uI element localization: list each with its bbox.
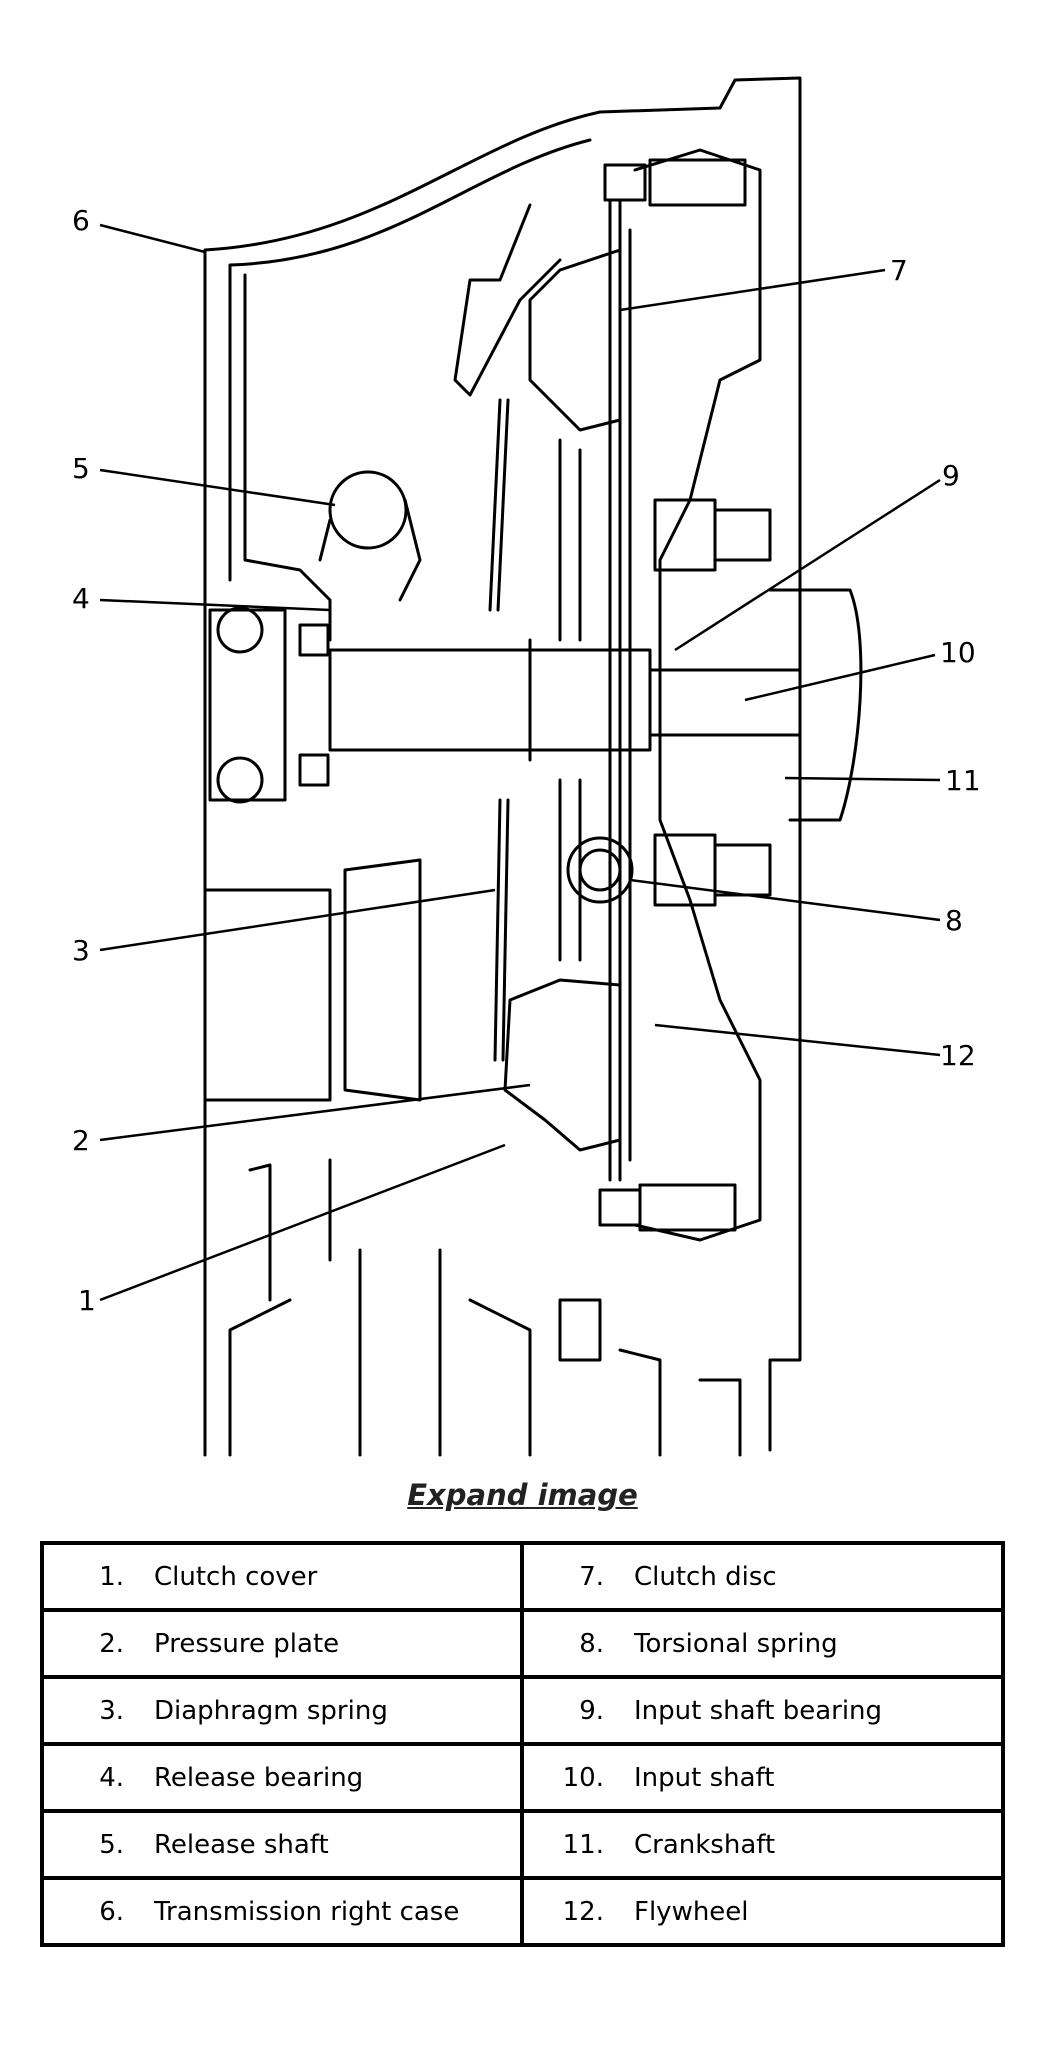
callout-3: 3	[72, 934, 90, 967]
legend-cell: 5. Release shaft	[40, 1809, 524, 1880]
crankshaft-shape	[768, 588, 863, 822]
legend-cell: 9. Input shaft bearing	[520, 1675, 1005, 1746]
legend-cell: 4. Release bearing	[40, 1742, 524, 1813]
table-row: 4. Release bearing 10. Input shaft	[40, 1742, 1005, 1813]
legend-cell: 1. Clutch cover	[40, 1541, 524, 1612]
legend-label: Clutch disc	[634, 1561, 777, 1592]
legend-number: 2.	[99, 1628, 124, 1659]
table-row: 5. Release shaft 11. Crankshaft	[40, 1809, 1005, 1880]
torsional-spring-shape	[566, 836, 634, 904]
legend-label: Pressure plate	[154, 1628, 340, 1659]
legend-number: 4.	[99, 1762, 124, 1793]
release-shaft-boss	[318, 498, 422, 602]
pressure-plate-lower	[503, 978, 622, 1152]
clutch-cover-arm	[453, 203, 562, 397]
legend-cell: 7. Clutch disc	[520, 1541, 1005, 1612]
legend-label: Flywheel	[634, 1896, 749, 1927]
table-row: 3. Diaphragm spring 9. Input shaft bearing	[40, 1675, 1005, 1746]
input-shaft-shape	[328, 648, 652, 752]
case-outline	[203, 76, 802, 1457]
legend-number: 7.	[579, 1561, 604, 1592]
table-row: 6. Transmission right case 12. Flywheel	[40, 1876, 1005, 1947]
case-inner-wall	[228, 138, 592, 582]
parts-legend-table: 1. Clutch cover 7. Clutch disc 2. Pressure …	[40, 1541, 1005, 1947]
callout-9: 9	[942, 459, 960, 492]
legend-label: Clutch cover	[154, 1561, 318, 1592]
legend-cell: 12. Flywheel	[520, 1876, 1005, 1947]
table-row: 2. Pressure plate 8. Torsional spring	[40, 1608, 1005, 1679]
legend-number: 6.	[99, 1896, 124, 1927]
callout-10: 10	[940, 636, 976, 669]
legend-cell: 6. Transmission right case	[40, 1876, 524, 1947]
callout-1: 1	[78, 1284, 96, 1317]
legend-cell: 2. Pressure plate	[40, 1608, 524, 1679]
callout-2: 2	[72, 1124, 90, 1157]
legend-label: Diaphragm spring	[154, 1695, 388, 1726]
case-top-inner	[243, 273, 332, 642]
legend-cell: 8. Torsional spring	[520, 1608, 1005, 1679]
legend-label: Transmission right case	[154, 1896, 460, 1927]
legend-number: 12.	[562, 1896, 604, 1927]
legend-number: 9.	[579, 1695, 604, 1726]
callout-12: 12	[940, 1039, 976, 1072]
legend-label: Input shaft	[634, 1762, 775, 1793]
legend-number: 11.	[562, 1829, 604, 1860]
callout-8: 8	[945, 904, 963, 937]
legend-number: 5.	[99, 1829, 124, 1860]
legend-label: Input shaft bearing	[634, 1695, 883, 1726]
legend-label: Release shaft	[154, 1829, 329, 1860]
legend-number: 1.	[99, 1561, 124, 1592]
callout-6: 6	[72, 204, 90, 237]
callout-11: 11	[945, 764, 981, 797]
release-shaft-shape	[328, 470, 408, 550]
flywheel-shape	[633, 148, 762, 1242]
legend-number: 10.	[562, 1762, 604, 1793]
callout-5: 5	[72, 452, 90, 485]
callout-7: 7	[890, 254, 908, 287]
callout-4: 4	[72, 582, 90, 615]
expand-image-link[interactable]: Expand image	[407, 1478, 638, 1512]
legend-cell: 10. Input shaft	[520, 1742, 1005, 1813]
clutch-assembly-diagram: 6 7 5 9 4 10 11 3 8 12 2 1	[72, 76, 981, 1457]
legend-number: 8.	[579, 1628, 604, 1659]
legend-cell: 11. Crankshaft	[520, 1809, 1005, 1880]
clutch-disc-shape	[608, 198, 632, 1182]
table-row: 1. Clutch cover 7. Clutch disc	[40, 1541, 1005, 1612]
legend-label: Crankshaft	[634, 1829, 776, 1860]
legend-label: Release bearing	[154, 1762, 364, 1793]
legend-label: Torsional spring	[634, 1628, 838, 1659]
legend-number: 3.	[99, 1695, 124, 1726]
legend-cell: 3. Diaphragm spring	[40, 1675, 524, 1746]
